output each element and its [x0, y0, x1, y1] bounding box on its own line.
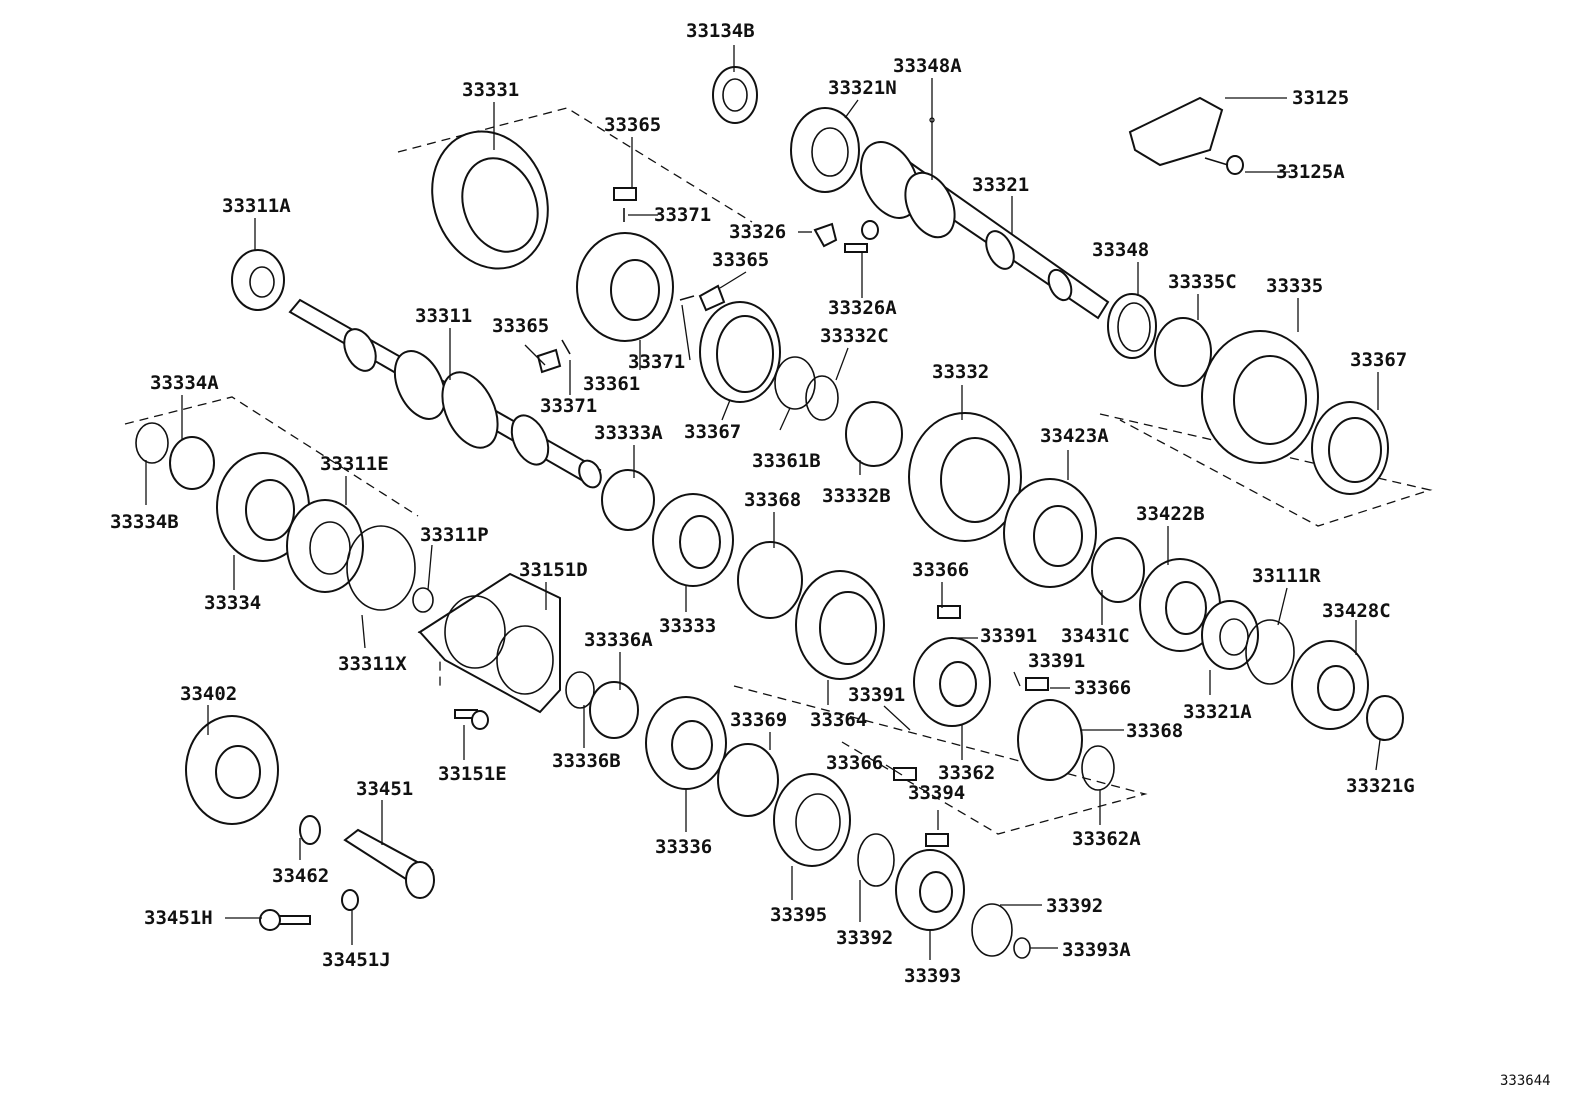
- label-33336A: 33336A: [584, 629, 653, 651]
- label-33371-mid: 33371: [628, 351, 685, 373]
- label-33393A: 33393A: [1062, 939, 1131, 961]
- label-33392-right: 33392: [1046, 895, 1103, 917]
- label-33331: 33331: [462, 79, 519, 101]
- label-33368-left: 33368: [744, 489, 801, 511]
- label-33365-left: 33365: [492, 315, 549, 337]
- label-33321G: 33321G: [1346, 775, 1415, 797]
- label-33394: 33394: [908, 782, 965, 804]
- label-33393: 33393: [904, 965, 961, 987]
- label-33311X: 33311X: [338, 653, 407, 675]
- label-33451J: 33451J: [322, 949, 391, 971]
- label-33451H: 33451H: [144, 907, 213, 929]
- label-33336: 33336: [655, 836, 712, 858]
- label-33332: 33332: [932, 361, 989, 383]
- label-33326: 33326: [729, 221, 786, 243]
- label-33333A: 33333A: [594, 422, 663, 444]
- label-33366-bottom: 33366: [826, 752, 883, 774]
- label-33321A: 33321A: [1183, 701, 1252, 723]
- counter-shaft-33321: [859, 141, 1110, 320]
- label-33369: 33369: [730, 709, 787, 731]
- label-33311A: 33311A: [222, 195, 291, 217]
- label-33321: 33321: [972, 174, 1029, 196]
- label-33333: 33333: [659, 615, 716, 637]
- label-33321N: 33321N: [828, 77, 897, 99]
- label-33428C: 33428C: [1322, 600, 1391, 622]
- label-33366-top: 33366: [912, 559, 969, 581]
- leader-lines: [145, 45, 1381, 960]
- label-33364: 33364: [810, 709, 867, 731]
- label-33311E: 33311E: [320, 453, 389, 475]
- label-33362: 33362: [938, 762, 995, 784]
- reference-code: 333644: [1500, 1073, 1551, 1089]
- label-33371-top: 33371: [654, 204, 711, 226]
- label-33366-right: 33366: [1074, 677, 1131, 699]
- label-33391-top: 33391: [980, 625, 1037, 647]
- label-33431C: 33431C: [1061, 625, 1130, 647]
- label-33332C: 33332C: [820, 325, 889, 347]
- label-33111R: 33111R: [1252, 565, 1321, 587]
- label-33335C: 33335C: [1168, 271, 1237, 293]
- label-33334: 33334: [204, 592, 261, 614]
- label-33391-right: 33391: [1028, 650, 1085, 672]
- label-33402: 33402: [180, 683, 237, 705]
- label-33423A: 33423A: [1040, 425, 1109, 447]
- label-33311P: 33311P: [420, 524, 489, 546]
- label-33392-left: 33392: [836, 927, 893, 949]
- label-33334B: 33334B: [110, 511, 179, 533]
- label-33451: 33451: [356, 778, 413, 800]
- label-33371-left: 33371: [540, 395, 597, 417]
- label-33151D: 33151D: [519, 559, 588, 581]
- label-33362A: 33362A: [1072, 828, 1141, 850]
- label-33335: 33335: [1266, 275, 1323, 297]
- label-33361: 33361: [583, 373, 640, 395]
- label-33462: 33462: [272, 865, 329, 887]
- label-33391-left: 33391: [848, 684, 905, 706]
- part-labels: 33134B 33348A 33321N 33125 33125A 33331 …: [110, 20, 1551, 1089]
- label-33326A: 33326A: [828, 297, 897, 319]
- label-33361B: 33361B: [752, 450, 821, 472]
- gear-parts: [135, 66, 1404, 959]
- label-33367-left: 33367: [684, 421, 741, 443]
- label-33348: 33348: [1092, 239, 1149, 261]
- label-33311: 33311: [415, 305, 472, 327]
- label-33334A: 33334A: [150, 372, 219, 394]
- label-33395: 33395: [770, 904, 827, 926]
- label-33368-right: 33368: [1126, 720, 1183, 742]
- label-33336B: 33336B: [552, 750, 621, 772]
- label-33125: 33125: [1292, 87, 1349, 109]
- label-33332B: 33332B: [822, 485, 891, 507]
- label-33151E: 33151E: [438, 763, 507, 785]
- label-33422B: 33422B: [1136, 503, 1205, 525]
- input-shaft-33311: [288, 298, 602, 489]
- label-33125A: 33125A: [1276, 161, 1345, 183]
- label-33365-mid: 33365: [712, 249, 769, 271]
- label-33348A: 33348A: [893, 55, 962, 77]
- label-33367-right: 33367: [1350, 349, 1407, 371]
- label-33134B: 33134B: [686, 20, 755, 42]
- label-33365-top: 33365: [604, 114, 661, 136]
